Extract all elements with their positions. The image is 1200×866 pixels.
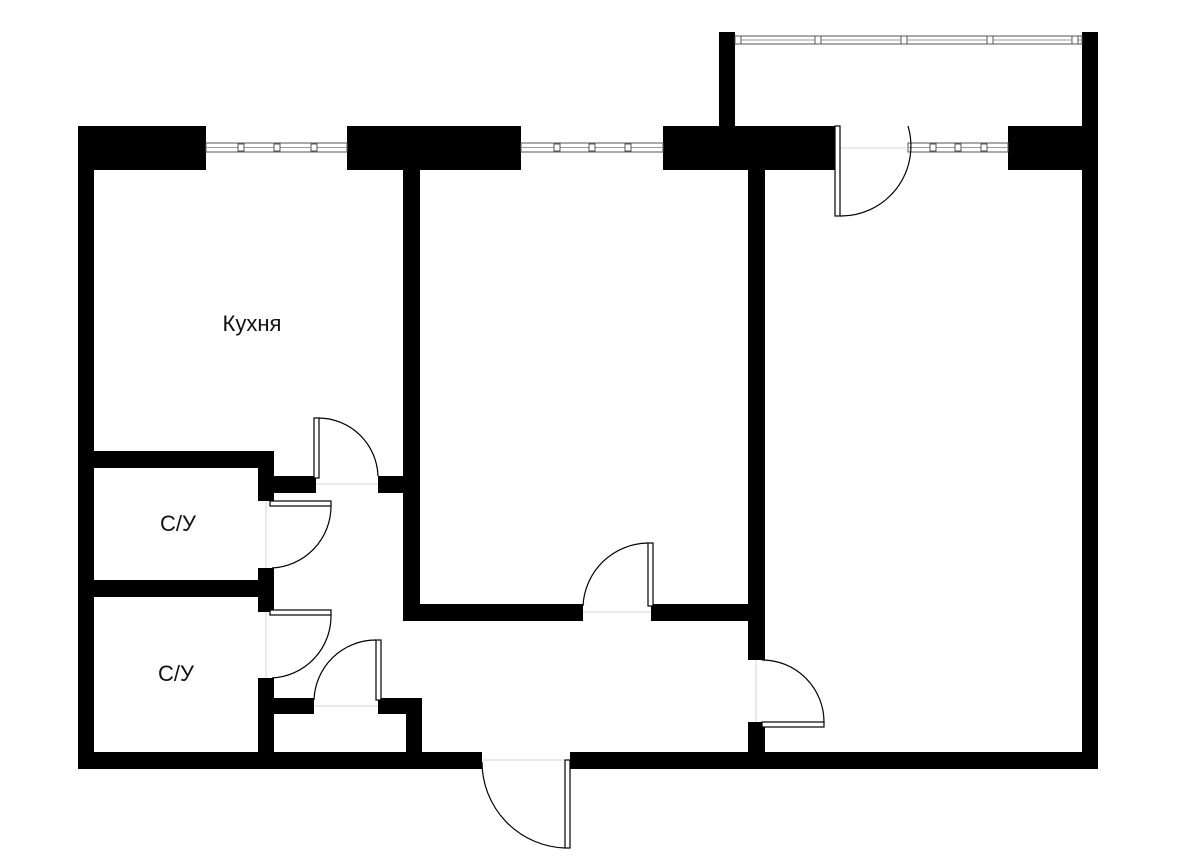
wall-right-lower (748, 722, 765, 762)
window-balcony (734, 35, 1083, 45)
door-balcony (834, 125, 912, 217)
wall-bathrooms-right-bottom (258, 678, 274, 762)
room-label-bathroom-2: С/У (158, 661, 195, 686)
top-wall-left (78, 126, 206, 170)
window-middle-room (520, 142, 664, 153)
wall-kitchen-bottom (78, 451, 274, 468)
window-kitchen (205, 142, 348, 153)
wall-bathroom-divider (78, 580, 274, 597)
exterior-walls (78, 32, 1098, 769)
door-kitchen (313, 417, 379, 485)
door-closet (313, 639, 382, 707)
balcony-wall (719, 32, 735, 128)
wall-closet-top-left (274, 698, 314, 714)
wall-kitchen-middle (403, 170, 420, 493)
left-wall (78, 126, 94, 769)
room-label-bathroom-1: С/У (160, 511, 197, 536)
door-entrance (481, 759, 571, 849)
door-bathroom-2 (265, 609, 332, 679)
wall-middle-left-lower (403, 493, 420, 617)
interior-walls (78, 170, 765, 762)
door-bathroom-1 (265, 500, 332, 569)
room-label-kitchen: Кухня (223, 311, 282, 336)
door-right-room (755, 659, 825, 728)
wall-closet-right (406, 698, 422, 762)
wall-middle-bottom-left (403, 604, 583, 621)
door-middle-room (582, 542, 654, 613)
wall-kitchen-door-right (378, 476, 420, 493)
wall-bathrooms-right-top (258, 451, 274, 501)
window-right-room (907, 142, 1009, 153)
doors (265, 125, 912, 849)
top-wall-mid (347, 126, 521, 170)
right-wall (1082, 32, 1098, 769)
wall-middle-right (748, 170, 765, 660)
bottom-wall-right (570, 752, 1098, 769)
windows (205, 35, 1083, 153)
wall-middle-bottom-right (651, 604, 765, 621)
top-wall-right (663, 126, 835, 170)
bottom-wall-left (78, 752, 482, 769)
